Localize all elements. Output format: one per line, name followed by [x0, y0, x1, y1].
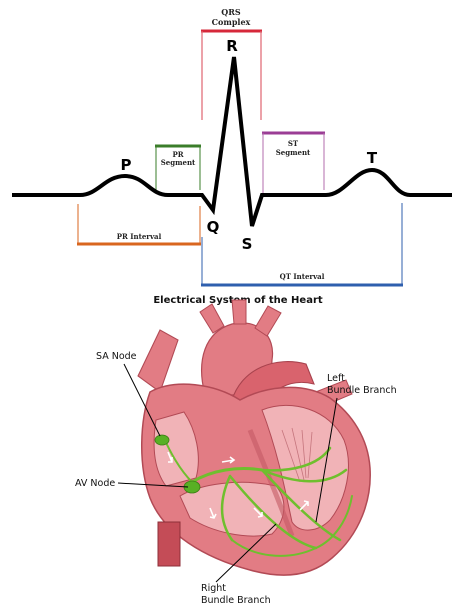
left-bundle-label-line2: Bundle Branch [327, 385, 397, 396]
right-bundle-label-line2: Bundle Branch [201, 595, 271, 606]
qrs-label-line2: Complex [212, 17, 251, 27]
pr-interval-label: PR Interval [117, 232, 162, 241]
pr-interval-marker: PR Interval [77, 204, 201, 244]
aorta-branch-mid [232, 300, 246, 324]
pr-segment-label-line2: Segment [161, 158, 196, 167]
ecg-diagram: QRS Complex PR Segment ST Segment P R Q [14, 7, 450, 285]
st-segment-marker: ST Segment [262, 133, 325, 195]
superior-vena-cava [138, 330, 178, 392]
av-node-label: AV Node [75, 478, 115, 489]
heart-illustration [138, 300, 370, 575]
q-wave-label: Q [207, 218, 220, 236]
inferior-vena-cava [158, 522, 180, 566]
qrs-label-line1: QRS [221, 7, 241, 17]
st-segment-label-line2: Segment [276, 148, 311, 157]
s-wave-label: S [242, 235, 253, 253]
qt-interval-label: QT Interval [280, 272, 325, 281]
sa-node [155, 435, 169, 445]
ecg-trace [14, 57, 450, 226]
sa-node-label: SA Node [96, 351, 137, 362]
left-bundle-label-line1: Left [327, 373, 345, 384]
t-wave-label: T [367, 149, 378, 167]
pr-segment-marker: PR Segment [155, 146, 201, 190]
qt-interval-marker: QT Interval [201, 203, 403, 285]
p-wave-label: P [121, 156, 132, 174]
r-wave-label: R [226, 37, 238, 55]
aorta-branch-left [200, 304, 224, 333]
st-segment-label-line1: ST [288, 139, 299, 148]
right-bundle-label-line1: Right [201, 583, 226, 594]
